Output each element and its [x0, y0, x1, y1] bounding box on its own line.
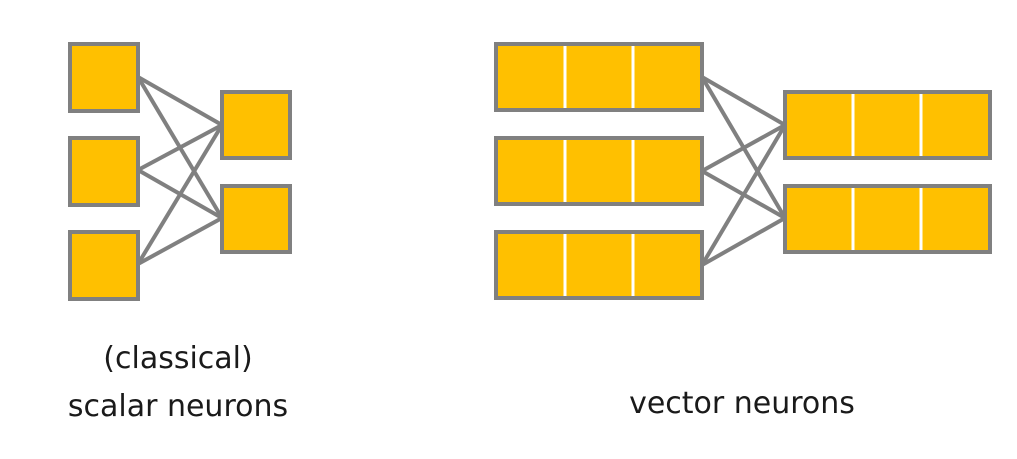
scalar-output-neuron	[220, 90, 292, 160]
vector-caption: vector neurons	[629, 386, 855, 421]
vector-neuron-box	[494, 230, 704, 300]
vector-neuron-box	[494, 42, 704, 112]
vector-connection	[700, 75, 787, 127]
vector-connection	[701, 216, 786, 267]
vector-input-neuron	[494, 136, 704, 206]
scalar-caption-line1: (classical)	[103, 341, 252, 376]
scalar-connections	[136, 75, 224, 266]
scalar-input-neuron	[68, 42, 140, 113]
vector-output-neurons	[783, 90, 992, 254]
vector-input-neuron	[494, 42, 704, 112]
vector-connection	[701, 123, 786, 173]
scalar-output-neurons	[220, 90, 292, 254]
scalar-caption-line2: scalar neurons	[68, 389, 288, 424]
scalar-panel: (classical) scalar neurons	[68, 42, 292, 424]
vector-panel: vector neurons	[494, 42, 992, 421]
scalar-input-neurons	[68, 42, 140, 301]
vector-output-neuron	[783, 90, 992, 160]
scalar-input-neuron	[68, 136, 140, 207]
scalar-output-neuron	[220, 184, 292, 254]
vector-neuron-box	[494, 136, 704, 206]
vector-connections	[700, 75, 787, 267]
vector-input-neuron	[494, 230, 704, 300]
scalar-connection	[137, 216, 223, 266]
vector-neuron-box	[783, 184, 992, 254]
scalar-connection	[137, 75, 223, 127]
scalar-input-neuron	[68, 230, 140, 301]
vector-neuron-box	[783, 90, 992, 160]
scalar-connection	[137, 123, 223, 172]
vector-connection	[700, 123, 787, 267]
vector-output-neuron	[783, 184, 992, 254]
scalar-connection	[136, 123, 224, 266]
vector-input-neurons	[494, 42, 704, 300]
